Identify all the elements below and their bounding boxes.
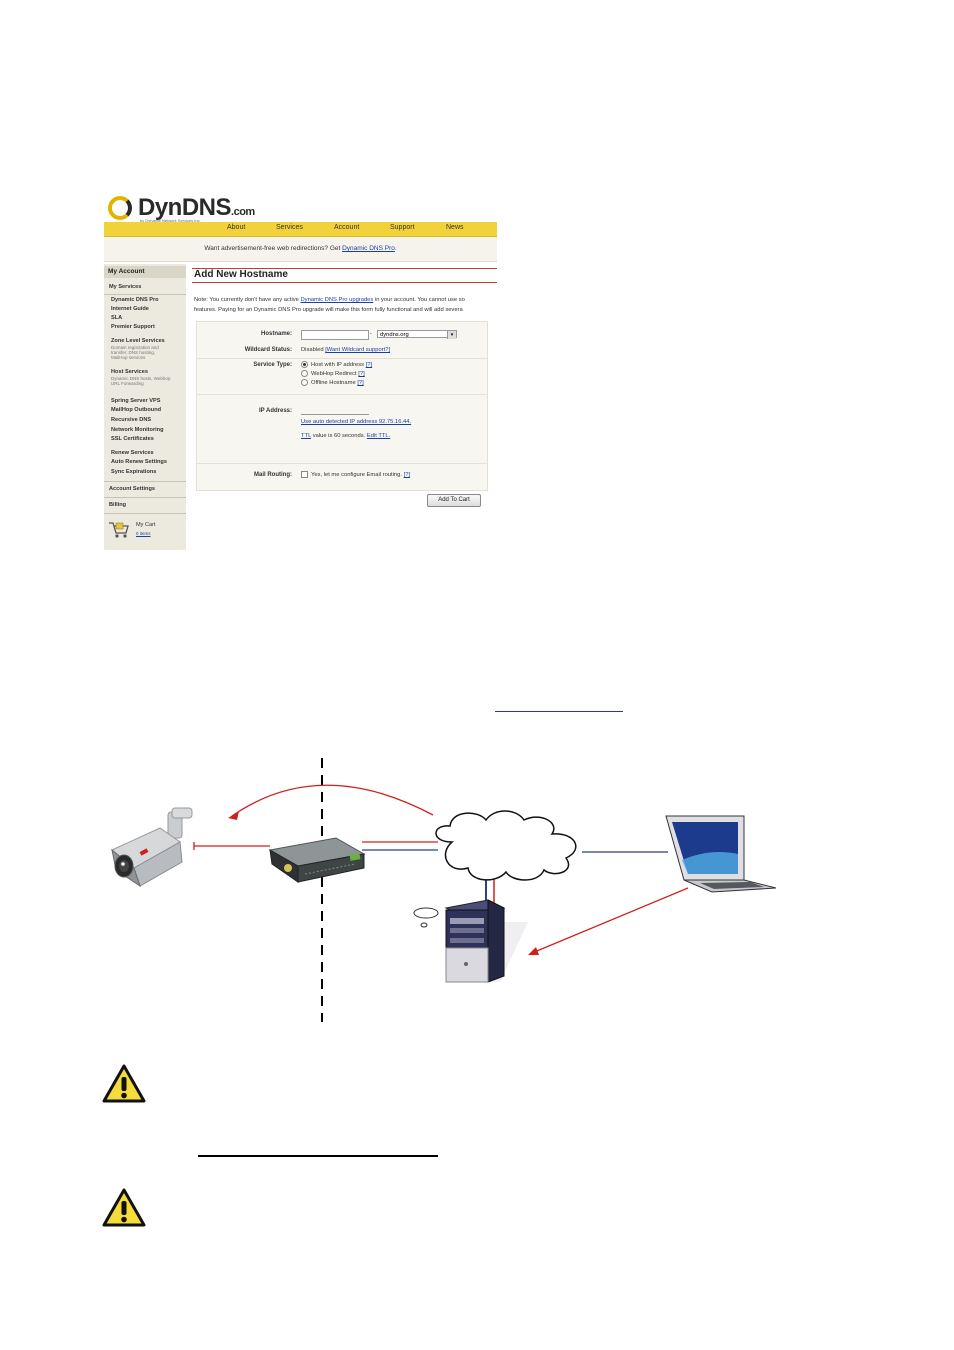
sidebar-zone-desc: Domain registration and: [111, 345, 159, 350]
cart-items-link[interactable]: 0 items: [136, 531, 151, 536]
notice-line1: Note: You currently don't have any activ…: [194, 297, 301, 303]
hostname-label: Hostname:: [260, 331, 292, 337]
network-diagram: [100, 750, 790, 1030]
promo-text: Want advertisement-free web redirections…: [204, 245, 343, 252]
sidebar-item[interactable]: MailHop Outbound: [111, 407, 162, 413]
domain-select[interactable]: dyndns.org ▾: [377, 330, 457, 339]
sidebar-account-settings[interactable]: Account Settings: [109, 486, 155, 492]
logo-ring-icon: [108, 196, 132, 220]
mail-routing-text: Yes, let me configure Email routing.: [311, 472, 402, 479]
main-content: Add New Hostname Note: You currently don…: [192, 264, 497, 550]
mail-routing-label: Mail Routing:: [254, 472, 292, 478]
sidebar-item[interactable]: Internet Guide: [111, 306, 149, 312]
wildcard-label: Wildcard Status:: [244, 347, 292, 353]
hostname-input[interactable]: [301, 330, 369, 340]
sidebar-my-services[interactable]: My Services: [109, 284, 142, 290]
warning-icon: [102, 1188, 146, 1228]
edit-ttl-link[interactable]: Edit TTL.: [366, 433, 391, 439]
promo-link[interactable]: Dynamic DNS Pro: [342, 245, 395, 252]
promo-banner: Want advertisement-free web redirections…: [104, 237, 497, 262]
sidebar-host-desc: Dynamic DNS hosts, Webhop: [111, 376, 171, 381]
notice-line1-end: in your account. You cannot use so: [373, 297, 465, 303]
sidebar-item[interactable]: SLA: [111, 315, 123, 321]
logo-name: DynDNS: [138, 194, 232, 221]
sidebar-zone-desc: transfer, DNS hosting,: [111, 350, 156, 355]
ttl-text: value is 60 seconds.: [311, 433, 367, 439]
sidebar-item[interactable]: Network Monitoring: [111, 427, 164, 433]
sidebar-zone-desc: MailHop services: [111, 355, 146, 360]
sidebar: My Account My Services Dynamic DNS Pro I…: [104, 264, 186, 550]
router-icon: [268, 837, 366, 883]
promo-end: .: [394, 245, 397, 252]
server-icon: [413, 899, 528, 983]
warning-icon: [102, 1064, 146, 1104]
help-link[interactable]: [?]: [365, 362, 373, 369]
sidebar-item[interactable]: Auto Renew Settings: [111, 459, 167, 465]
sidebar-item[interactable]: Premier Support: [111, 324, 155, 330]
logo-tagline: by Dynamic Network Services Inc.: [140, 218, 201, 223]
sidebar-my-account[interactable]: My Account: [104, 266, 186, 278]
link-underline[interactable]: [495, 711, 623, 712]
sidebar-item[interactable]: Renew Services: [111, 450, 154, 456]
laptop-icon: [665, 815, 777, 893]
sidebar-host-services[interactable]: Host Services: [111, 369, 149, 375]
logo-domain: .com: [231, 206, 255, 218]
underline-rule: [198, 1155, 438, 1157]
service-type-option[interactable]: Offline Hostname [?]: [301, 379, 364, 386]
service-type-label-text: WebHop Redirect: [311, 371, 357, 378]
service-type-label-text: Host with IP address: [311, 362, 365, 369]
nav-news[interactable]: News: [446, 224, 464, 231]
add-to-cart-button[interactable]: Add To Cart: [427, 494, 481, 507]
nav-services[interactable]: Services: [276, 224, 303, 231]
service-type-label: Service Type:: [253, 362, 292, 368]
laptop-server-arrow: [531, 887, 689, 954]
sidebar-zone-services[interactable]: Zone Level Services: [111, 338, 165, 344]
service-type-option[interactable]: Host with IP address [?]: [301, 361, 372, 368]
wildcard-value: Disabled: [301, 347, 324, 353]
service-type-option[interactable]: WebHop Redirect [?]: [301, 370, 365, 377]
help-link[interactable]: [?]: [358, 371, 365, 378]
cart-label[interactable]: My Cart: [136, 522, 156, 528]
sidebar-item[interactable]: Sync Expirations: [111, 469, 157, 475]
page-title: Add New Hostname: [194, 269, 288, 280]
chevron-down-icon: ▾: [447, 331, 456, 339]
notice-line2: features. Paying for an Dynamic DNS Pro …: [194, 307, 463, 313]
sidebar-item[interactable]: Dynamic DNS Pro: [111, 297, 159, 303]
camera-icon: [111, 807, 193, 888]
notice-link[interactable]: Dynamic DNS Pro upgrades: [300, 297, 374, 303]
wildcard-link[interactable]: [Want Wildcard support?]: [325, 347, 391, 353]
dyndns-screenshot: DynDNS.com by Dynamic Network Services I…: [104, 188, 497, 550]
ip-address-label: IP Address:: [258, 408, 292, 414]
ip-address-input[interactable]: [301, 406, 369, 415]
domain-select-value: dyndns.org: [380, 332, 409, 338]
help-link[interactable]: [?]: [357, 380, 364, 387]
sidebar-item[interactable]: SSL Certificates: [111, 436, 154, 442]
arrow-head: [528, 947, 539, 955]
sidebar-billing[interactable]: Billing: [109, 502, 127, 508]
mail-routing-checkbox[interactable]: [301, 471, 308, 478]
internet-cloud-icon: [435, 810, 577, 881]
sidebar-host-desc: URL Forwarding: [111, 381, 144, 386]
notice-text: Note: You currently don't have any activ…: [194, 295, 497, 315]
sidebar-item[interactable]: Recursive DNS: [111, 417, 152, 423]
help-link[interactable]: [?]: [403, 472, 411, 479]
auto-ip-link[interactable]: Use auto detected IP address 92.75.16.44…: [301, 419, 412, 425]
radio-selected-icon[interactable]: [301, 361, 308, 368]
service-type-label-text: Offline Hostname: [311, 380, 356, 387]
radio-icon[interactable]: [301, 370, 308, 377]
arc-arrow: [231, 784, 434, 817]
radio-icon[interactable]: [301, 379, 308, 386]
hostname-form: Hostname: - dyndns.org▾ Wildcard Status:…: [196, 321, 488, 491]
ttl-link[interactable]: TTL: [301, 433, 312, 439]
cart-icon[interactable]: [108, 520, 130, 540]
nav-about[interactable]: About: [227, 224, 246, 231]
top-nav: About Services Account Support News: [104, 222, 497, 237]
sidebar-item[interactable]: Spring Server VPS: [111, 398, 161, 404]
nav-account[interactable]: Account: [334, 224, 360, 231]
nav-support[interactable]: Support: [390, 224, 415, 231]
arrow-head: [228, 811, 239, 820]
